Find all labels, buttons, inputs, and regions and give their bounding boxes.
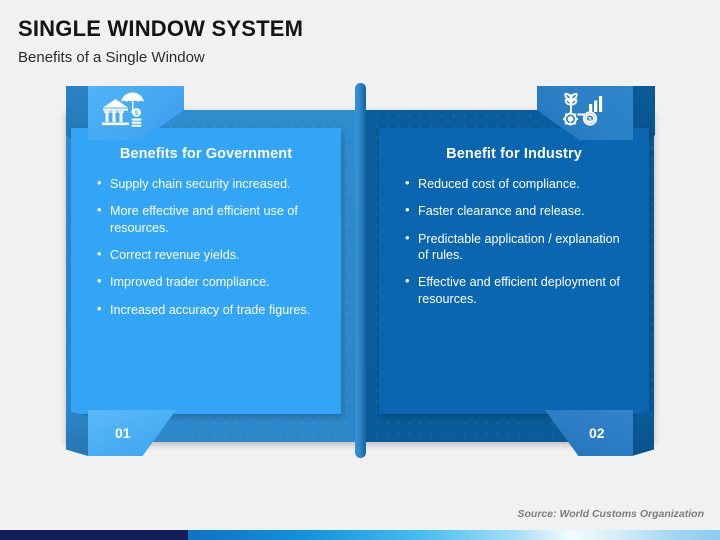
list-item: Predictable application / explanation of… [405, 230, 629, 264]
list-item: Correct revenue yields. [97, 246, 321, 263]
list-item: Improved trader compliance. [97, 273, 321, 290]
list-item: Increased accuracy of trade figures. [97, 301, 321, 318]
left-panel-number: 01 [115, 425, 131, 441]
left-panel-bullet-list: Supply chain security increased. More ef… [87, 175, 325, 318]
left-panel-heading: Benefits for Government [119, 146, 293, 162]
source-attribution: Source: World Customs Organization [517, 508, 705, 520]
right-panel-heading: Benefit for Industry [446, 146, 582, 162]
list-item: More effective and efficient use of reso… [97, 202, 321, 236]
bank-umbrella-coins-icon: $ [101, 91, 157, 131]
right-panel-card: Benefit for Industry Reduced cost of com… [379, 128, 649, 414]
left-number-fold [66, 410, 88, 456]
footer-bar-gradient-segment [188, 530, 720, 540]
right-panel-bullet-list: Reduced cost of compliance. Faster clear… [395, 175, 633, 307]
right-panel-number: 02 [589, 425, 605, 441]
svg-text:$: $ [588, 116, 592, 123]
right-number-fold [632, 410, 654, 456]
list-item: Effective and efficient deployment of re… [405, 273, 629, 307]
footer-accent-bar [0, 530, 720, 540]
list-item: Reduced cost of compliance. [405, 175, 629, 192]
list-item: Faster clearance and release. [405, 202, 629, 219]
svg-text:$: $ [135, 110, 139, 117]
footer-bar-navy-segment [0, 530, 188, 540]
left-panel-card: Benefits for Government Supply chain sec… [71, 128, 341, 414]
center-spine-divider [355, 83, 366, 458]
growth-gear-chart-dollar-icon: $ [556, 90, 612, 130]
page-title: SINGLE WINDOW SYSTEM [18, 16, 304, 41]
list-item: Supply chain security increased. [97, 175, 321, 192]
page-subtitle: Benefits of a Single Window [18, 49, 205, 66]
